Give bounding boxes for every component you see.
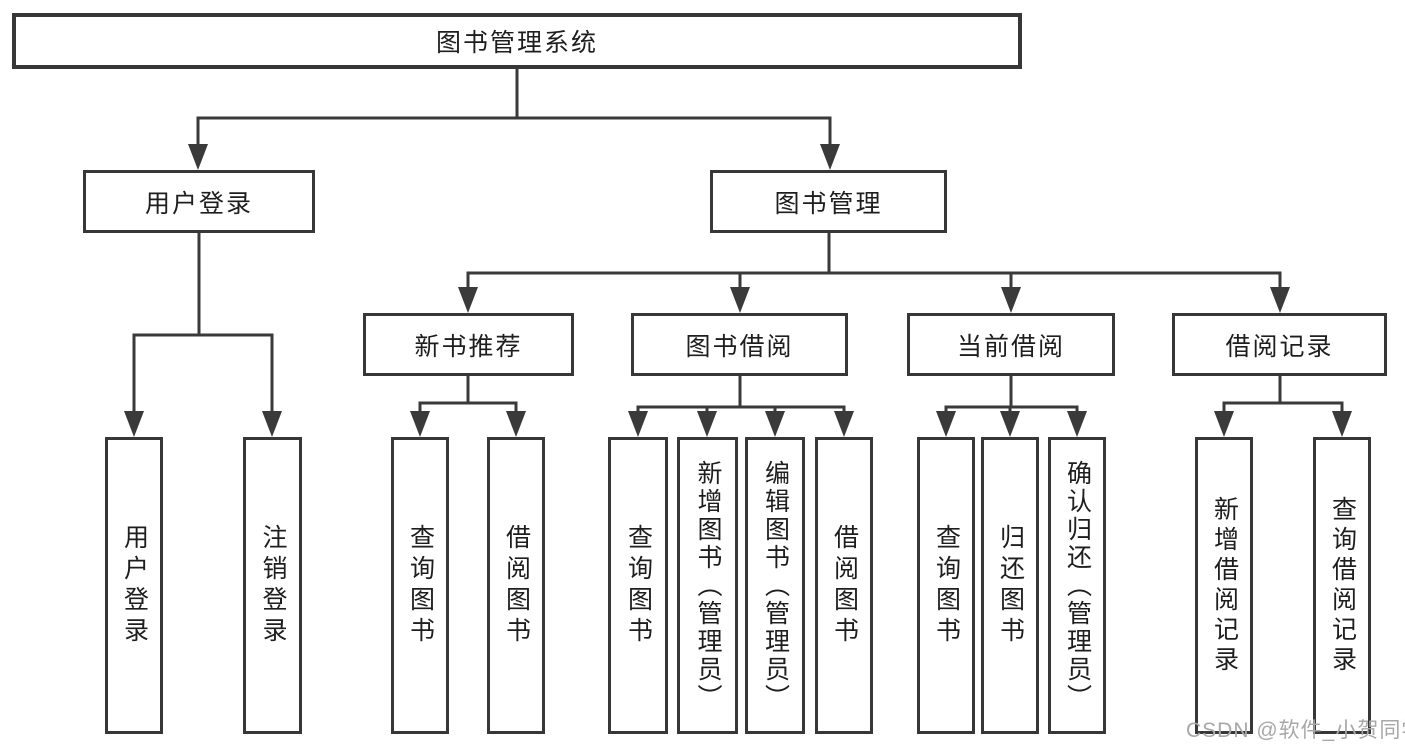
leaf-query-borrow-record-label: 查询借阅记录: [1328, 495, 1357, 676]
node-new-book-recommend: 新书推荐: [363, 313, 574, 376]
node-borrow-records-label: 借阅记录: [1225, 332, 1334, 361]
leaf-return-book-label: 归还图书: [996, 523, 1025, 648]
connector-borrowrecords-to-leaves: [1214, 376, 1352, 437]
leaf-add-borrow-record-label: 新增借阅记录: [1210, 495, 1239, 676]
leaf-user-login: 用户登录: [105, 437, 163, 734]
leaf-query-borrow-record: 查询借阅记录: [1313, 437, 1371, 734]
leaf-add-borrow-record: 新增借阅记录: [1195, 437, 1253, 734]
node-book-management: 图书管理: [710, 170, 947, 233]
node-user-login: 用户登录: [83, 170, 315, 233]
node-book-borrow: 图书借阅: [631, 313, 848, 376]
leaf-logout: 注销登录: [243, 437, 302, 734]
connector-userlogin-to-leaves: [124, 233, 282, 437]
leaf-add-book-admin: 新增图书（管理员）: [677, 437, 738, 734]
leaf-query-books-current-label: 查询图书: [932, 523, 961, 648]
leaf-query-books-newbooks: 查询图书: [391, 437, 449, 734]
node-book-borrow-label: 图书借阅: [685, 332, 794, 361]
leaf-borrow-books-borrow-label: 借阅图书: [830, 523, 859, 648]
node-root: 图书管理系统: [12, 13, 1022, 69]
leaf-confirm-return-admin: 确认归还（管理员）: [1048, 437, 1106, 734]
leaf-query-books-borrow: 查询图书: [608, 437, 668, 734]
leaf-edit-book-admin: 编辑图书（管理员）: [745, 437, 805, 734]
connector-newbooks-to-leaves: [410, 376, 526, 437]
leaf-logout-label: 注销登录: [259, 523, 287, 648]
connector-currentborrow-to-leaves: [936, 376, 1087, 437]
node-book-management-label: 图书管理: [774, 189, 883, 218]
node-new-book-recommend-label: 新书推荐: [414, 332, 523, 361]
leaf-borrow-books-borrow: 借阅图书: [815, 437, 873, 734]
node-root-label: 图书管理系统: [435, 29, 598, 57]
connector-bookborrow-to-leaves: [628, 376, 854, 437]
leaf-borrow-books-newbooks-label: 借阅图书: [502, 523, 531, 648]
leaf-return-book: 归还图书: [981, 437, 1039, 734]
leaf-query-books-borrow-label: 查询图书: [624, 523, 653, 648]
connector-bookmgmt-to-level3: [458, 233, 1290, 313]
leaf-borrow-books-newbooks: 借阅图书: [487, 437, 545, 734]
leaf-add-book-admin-label: 新增图书（管理员）: [694, 459, 722, 712]
connector-root-to-level2: [188, 68, 840, 170]
leaf-user-login-label: 用户登录: [120, 523, 149, 648]
node-current-borrow: 当前借阅: [907, 313, 1115, 376]
leaf-query-books-newbooks-label: 查询图书: [406, 523, 435, 648]
node-borrow-records: 借阅记录: [1172, 313, 1387, 376]
watermark: CSDN @软件_小贺同学: [1186, 719, 1405, 742]
node-user-login-label: 用户登录: [144, 189, 253, 218]
leaf-edit-book-admin-label: 编辑图书（管理员）: [761, 459, 790, 712]
leaf-confirm-return-admin-label: 确认归还（管理员）: [1063, 459, 1092, 712]
node-current-borrow-label: 当前借阅: [956, 332, 1065, 361]
leaf-query-books-current: 查询图书: [917, 437, 975, 734]
